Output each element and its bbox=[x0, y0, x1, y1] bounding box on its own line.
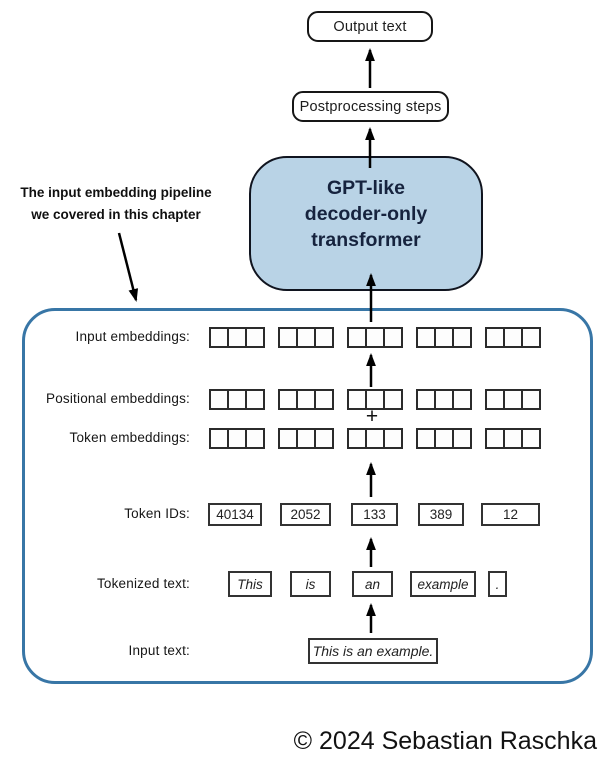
embedding-cell bbox=[314, 389, 334, 410]
embedding-cell bbox=[227, 327, 247, 348]
embedding-cell bbox=[416, 327, 436, 348]
input-embeddings-row bbox=[209, 327, 541, 348]
annotation-arrow-icon bbox=[117, 232, 139, 302]
copyright-text: © 2024 Sebastian Raschka bbox=[293, 727, 597, 755]
embedding-cell bbox=[383, 389, 403, 410]
embedding-cell bbox=[503, 428, 523, 449]
embedding-cell bbox=[434, 327, 454, 348]
token-id-box: 40134 bbox=[208, 503, 262, 526]
token-id-box: 389 bbox=[418, 503, 464, 526]
embedding-cell bbox=[227, 428, 247, 449]
embedding-vector bbox=[416, 428, 472, 449]
embedding-cell bbox=[383, 428, 403, 449]
embedding-vector bbox=[485, 428, 541, 449]
embedding-cell bbox=[296, 327, 316, 348]
output-text-label: Output text bbox=[333, 18, 407, 35]
row-label-input-text: Input text: bbox=[128, 643, 190, 658]
embedding-cell bbox=[296, 389, 316, 410]
embedding-cell bbox=[314, 327, 334, 348]
embedding-cell bbox=[452, 389, 472, 410]
row-label-tokenized-text: Tokenized text: bbox=[96, 576, 190, 591]
gpt-box-line3: transformer bbox=[311, 229, 421, 251]
embedding-cell bbox=[434, 389, 454, 410]
token-box: an bbox=[352, 571, 393, 597]
embedding-vector bbox=[209, 327, 265, 348]
embedding-cell bbox=[503, 327, 523, 348]
row-label-positional-embeddings: Positional embeddings: bbox=[46, 391, 190, 406]
row-label-input-embeddings: Input embeddings: bbox=[75, 329, 190, 344]
token-id-box: 12 bbox=[481, 503, 540, 526]
token-embeddings-row bbox=[209, 428, 541, 449]
embedding-vector bbox=[485, 389, 541, 410]
embedding-cell bbox=[485, 327, 505, 348]
embedding-cell bbox=[209, 428, 229, 449]
embedding-cell bbox=[245, 389, 265, 410]
embedding-vector bbox=[278, 327, 334, 348]
embedding-vector bbox=[278, 389, 334, 410]
input-text-box: This is an example. bbox=[308, 638, 438, 664]
embedding-cell bbox=[209, 389, 229, 410]
postprocessing-steps-label: Postprocessing steps bbox=[299, 98, 442, 115]
embedding-cell bbox=[452, 428, 472, 449]
token-box: example bbox=[410, 571, 476, 597]
token-box: is bbox=[290, 571, 331, 597]
token-box: This bbox=[228, 571, 272, 597]
row-label-token-embeddings: Token embeddings: bbox=[69, 430, 190, 445]
pipeline-container-box bbox=[22, 308, 593, 684]
embedding-cell bbox=[209, 327, 229, 348]
embedding-cell bbox=[347, 428, 367, 449]
embedding-cell bbox=[365, 428, 385, 449]
positional-embeddings-row bbox=[209, 389, 541, 410]
embedding-vector bbox=[416, 389, 472, 410]
embedding-cell bbox=[521, 428, 541, 449]
embedding-cell bbox=[434, 428, 454, 449]
embedding-cell bbox=[383, 327, 403, 348]
embedding-cell bbox=[416, 428, 436, 449]
embedding-cell bbox=[278, 389, 298, 410]
plus-icon: + bbox=[365, 405, 379, 428]
token-id-box: 133 bbox=[351, 503, 398, 526]
postprocessing-steps-box: Postprocessing steps bbox=[292, 91, 449, 122]
embedding-vector bbox=[278, 428, 334, 449]
token-box: . bbox=[488, 571, 507, 597]
annotation-line2: we covered in this chapter bbox=[31, 207, 201, 222]
embedding-vector bbox=[209, 428, 265, 449]
embedding-vector bbox=[485, 327, 541, 348]
token-id-box: 2052 bbox=[280, 503, 331, 526]
embedding-cell bbox=[521, 389, 541, 410]
gpt-box-line2: decoder-only bbox=[304, 203, 428, 225]
embedding-vector bbox=[347, 327, 403, 348]
embedding-cell bbox=[365, 327, 385, 348]
embedding-vector bbox=[416, 327, 472, 348]
embedding-cell bbox=[347, 327, 367, 348]
gpt-transformer-box: GPT-like decoder-only transformer bbox=[249, 156, 483, 291]
embedding-vector bbox=[209, 389, 265, 410]
embedding-cell bbox=[485, 389, 505, 410]
output-text-box: Output text bbox=[307, 11, 433, 42]
annotation-line1: The input embedding pipeline bbox=[20, 185, 212, 200]
embedding-cell bbox=[245, 428, 265, 449]
embedding-cell bbox=[227, 389, 247, 410]
embedding-cell bbox=[416, 389, 436, 410]
embedding-cell bbox=[296, 428, 316, 449]
embedding-cell bbox=[452, 327, 472, 348]
embedding-cell bbox=[278, 327, 298, 348]
embedding-cell bbox=[278, 428, 298, 449]
gpt-box-line1: GPT-like bbox=[326, 177, 406, 199]
row-label-token-ids: Token IDs: bbox=[124, 506, 190, 521]
embedding-cell bbox=[503, 389, 523, 410]
embedding-cell bbox=[485, 428, 505, 449]
annotation-callout: The input embedding pipeline we covered … bbox=[16, 182, 216, 226]
embedding-cell bbox=[521, 327, 541, 348]
embedding-cell bbox=[245, 327, 265, 348]
embedding-vector bbox=[347, 428, 403, 449]
embedding-cell bbox=[314, 428, 334, 449]
embedding-vector bbox=[347, 389, 403, 410]
